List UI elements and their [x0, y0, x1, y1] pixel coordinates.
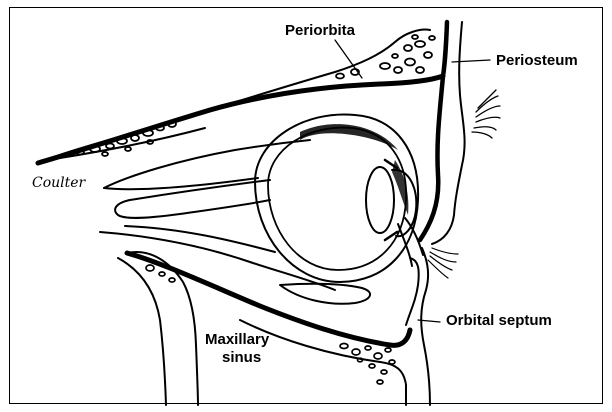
lower-lid-contour: [406, 248, 430, 405]
periosteum-leader: [452, 60, 490, 62]
artist-signature: Coulter: [32, 175, 85, 191]
label-orbital-septum: Orbital septum: [446, 312, 552, 329]
label-periosteum: Periosteum: [496, 52, 578, 69]
orbital-roof: [38, 30, 443, 163]
eyeball: [255, 114, 418, 282]
label-periorbita: Periorbita: [285, 22, 355, 39]
label-maxillary-sinus-line2: sinus: [222, 349, 261, 366]
label-maxillary-sinus-line1: Maxillary: [205, 331, 269, 348]
orbital-floor: [118, 252, 410, 405]
periorbita-leader: [335, 40, 362, 78]
